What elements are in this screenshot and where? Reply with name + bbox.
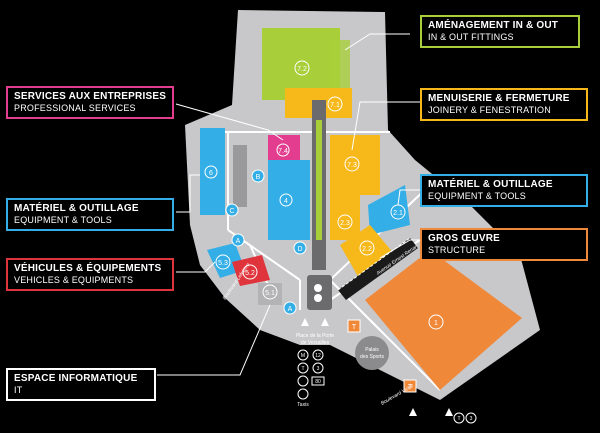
place-line2: de Versailles (301, 340, 330, 346)
legend-services: SERVICES AUX ENTREPRISES PROFESSIONAL SE… (6, 86, 174, 119)
legend-services-en: PROFESSIONAL SERVICES (14, 102, 136, 113)
legend-menuiserie-fr: MENUISERIE & FERMETURE (428, 93, 570, 104)
legend-informatique-en: IT (14, 384, 23, 395)
legend-menuiserie-en: JOINERY & FENESTRATION (428, 104, 551, 115)
hall-labels: 7.2 7.1 7.4 4 6 7.3 2.3 2.1 2.2 5.3 5.2 … (204, 60, 444, 330)
legend-amenagement-en: IN & OUT FITTINGS (428, 31, 514, 42)
legend-materiel-left-en: EQUIPMENT & TOOLS (14, 214, 112, 225)
avenue-ernest-renan-band (337, 237, 418, 300)
palais-line2: des Sports (360, 354, 384, 360)
legend-vehicules-fr: VÉHICULES & ÉQUIPEMENTS (14, 263, 162, 274)
entrance-t-top: T (352, 324, 357, 331)
transport-legend: Place de la Porte de Versailles M 12 T 3… (296, 333, 477, 424)
bus-line: 80 (315, 379, 321, 385)
legend-materiel-left: MATÉRIEL & OUTILLAGE EQUIPMENT & TOOLS (6, 198, 174, 231)
legend-informatique-fr: ESPACE INFORMATIQUE (14, 373, 138, 384)
legend-materiel-left-fr: MATÉRIEL & OUTILLAGE (14, 203, 139, 214)
legend-gros-oeuvre-fr: GROS ŒUVRE (428, 233, 501, 244)
hall-7-3[interactable] (330, 135, 380, 195)
hall-7-4[interactable] (268, 135, 300, 160)
hall-6-label: 6 (209, 170, 213, 177)
legend-menuiserie: MENUISERIE & FERMETURE JOINERY & FENESTR… (420, 88, 588, 121)
legend-materiel-right-en: EQUIPMENT & TOOLS (428, 190, 526, 201)
metro-line: 12 (315, 353, 321, 359)
hall-5-2-label: 5.2 (245, 270, 255, 277)
hall-2-1-label: 2.1 (393, 210, 403, 217)
tram-icon: T (301, 366, 304, 372)
entrances: B C A A D T T (225, 169, 417, 393)
hall-6[interactable] (200, 128, 225, 215)
tram-bottom-icon: T (457, 416, 460, 422)
hall-1-label: 1 (434, 320, 438, 327)
street-victor: Boulevard Victor (380, 383, 415, 407)
legend-materiel-right: MATÉRIEL & OUTILLAGE EQUIPMENT & TOOLS (420, 174, 588, 207)
legend-amenagement-fr: AMÉNAGEMENT IN & OUT (428, 20, 559, 31)
hall-4[interactable] (268, 160, 310, 240)
entrance-a-left: A (236, 238, 241, 245)
central-axis-highlight (316, 120, 322, 240)
taxis-label: Taxis (297, 402, 309, 408)
entrance-a-bottom: A (288, 306, 293, 313)
legend-connectors (157, 33, 420, 376)
entrance-d: D (297, 246, 302, 253)
hall-2-3[interactable] (330, 195, 360, 240)
legend-vehicules: VÉHICULES & ÉQUIPEMENTS VEHICLES & EQUIP… (6, 258, 174, 291)
hall-5-2[interactable] (232, 255, 270, 286)
entrance-b: B (256, 174, 261, 181)
legend-informatique: ESPACE INFORMATIQUE IT (6, 368, 156, 401)
hall-7-2-label: 7.2 (297, 66, 307, 73)
entrance-c: C (229, 208, 234, 215)
legend-vehicules-en: VEHICLES & EQUIPMENTS (14, 274, 134, 285)
hall-6-inner (233, 145, 247, 207)
legend-amenagement: AMÉNAGEMENT IN & OUT IN & OUT FITTINGS (420, 15, 580, 48)
entrance-t-bottom: T (408, 384, 413, 391)
hall-7-2[interactable] (262, 28, 340, 100)
hall-5-3-label: 5.3 (218, 260, 228, 267)
hall-2-2[interactable] (340, 225, 395, 280)
palais-des-sports[interactable] (355, 336, 389, 370)
hall-5-1-label: 5.1 (265, 290, 275, 297)
central-plaza (307, 275, 332, 310)
hall-7-3-label: 7.3 (347, 162, 357, 169)
hall-7-2-ext (330, 40, 350, 95)
legend-gros-oeuvre: GROS ŒUVRE STRUCTURE (420, 228, 588, 261)
place-line1: Place de la Porte (296, 333, 334, 339)
hall-4-label: 4 (284, 198, 288, 205)
access-arrows (301, 318, 417, 416)
tram-line: 3 (317, 366, 320, 372)
legend-services-fr: SERVICES AUX ENTREPRISES (14, 91, 167, 102)
metro-icon: M (301, 353, 305, 359)
hall-1[interactable] (365, 250, 522, 390)
legend-gros-oeuvre-en: STRUCTURE (428, 244, 486, 255)
hall-7-1-label: 7.1 (330, 102, 340, 109)
hall-2-3-label: 2.3 (340, 220, 350, 227)
hall-7-4-label: 7.4 (278, 148, 288, 155)
tram-bottom-line: 3 (470, 416, 473, 422)
palais-line1: Palais (365, 347, 379, 353)
hall-2-2-label: 2.2 (362, 246, 372, 253)
legend-materiel-right-fr: MATÉRIEL & OUTILLAGE (428, 179, 553, 190)
